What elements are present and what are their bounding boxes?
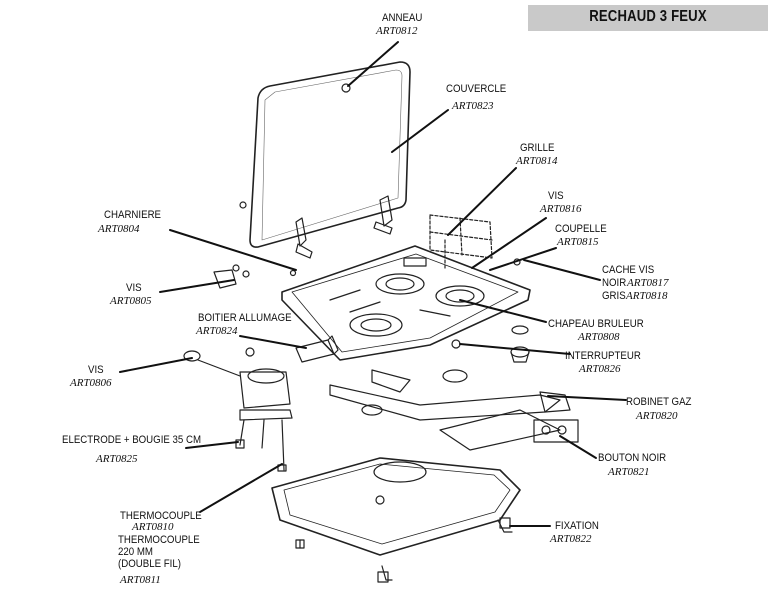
label-charniere: CHARNIERE [104, 209, 162, 221]
label-grille: GRILLE [520, 142, 555, 154]
page-title: RECHAUD 3 FEUX [589, 8, 707, 25]
ref-electrode: ART0825 [96, 453, 138, 465]
label-electrode: ELECTRODE + BOUGIE 35 CM [62, 434, 202, 446]
label-cache-vis-gris: GRIS [602, 290, 626, 302]
ref-coupelle: ART0815 [557, 236, 599, 248]
ref-interrupteur: ART0826 [579, 363, 621, 375]
label-interrupteur: INTERRUPTEUR [565, 350, 641, 362]
label-chapeau: CHAPEAU BRULEUR [548, 318, 644, 330]
switch-drawing [451, 325, 530, 363]
ref-cache-vis-noir: ART0817 [627, 277, 669, 289]
label-cache-vis: CACHE VIS [602, 264, 655, 276]
ref-chapeau: ART0808 [578, 331, 620, 343]
ref-bouton: ART0821 [608, 466, 650, 478]
label-vis-0805: VIS [126, 282, 142, 294]
label-boitier: BOITIER ALLUMAGE [198, 312, 292, 324]
ref-vis-0805: ART0805 [110, 295, 152, 307]
burner-assembly-drawing [329, 369, 579, 451]
label-thermo-0811-line1: THERMOCOUPLE [118, 534, 200, 546]
ref-couvercle: ART0823 [452, 100, 494, 112]
label-thermo-0811-line3: (DOUBLE FIL) [118, 558, 181, 570]
lid-drawing [239, 61, 411, 248]
cooktop-plate [281, 245, 531, 361]
label-coupelle: COUPELLE [555, 223, 607, 235]
ref-cache-vis-gris: ART0818 [626, 290, 668, 302]
label-bouton: BOUTON NOIR [598, 452, 667, 464]
ref-thermo-0811: ART0811 [120, 574, 161, 586]
hinge-drawing [295, 195, 393, 259]
label-thermo-0810: THERMOCOUPLE [120, 510, 202, 522]
ref-grille: ART0814 [516, 155, 558, 167]
label-anneau: ANNEAU [382, 12, 423, 24]
label-cache-vis-noir: NOIR [602, 277, 627, 289]
ref-thermo-0810: ART0810 [132, 521, 174, 533]
ref-fixation: ART0822 [550, 533, 592, 545]
ref-boitier: ART0824 [196, 325, 238, 337]
bottom-tray-drawing [271, 457, 521, 583]
title-banner: RECHAUD 3 FEUX [528, 5, 768, 31]
ref-charniere: ART0804 [98, 223, 140, 235]
label-vis-0816: VIS [548, 190, 564, 202]
ref-anneau: ART0812 [376, 25, 418, 37]
label-couvercle: COUVERCLE [446, 83, 507, 95]
label-robinet: ROBINET GAZ [626, 396, 692, 408]
label-vis-0806: VIS [88, 364, 104, 376]
ref-vis-0806: ART0806 [70, 377, 112, 389]
label-thermo-0811-line2: 220 MM [118, 546, 153, 558]
ref-robinet: ART0820 [636, 410, 678, 422]
label-fixation: FIXATION [555, 520, 599, 532]
ignition-unit-drawing [183, 347, 293, 472]
ref-vis-0816: ART0816 [540, 203, 582, 215]
leader-lines [119, 41, 627, 527]
ignition-box-drawing [295, 335, 339, 363]
